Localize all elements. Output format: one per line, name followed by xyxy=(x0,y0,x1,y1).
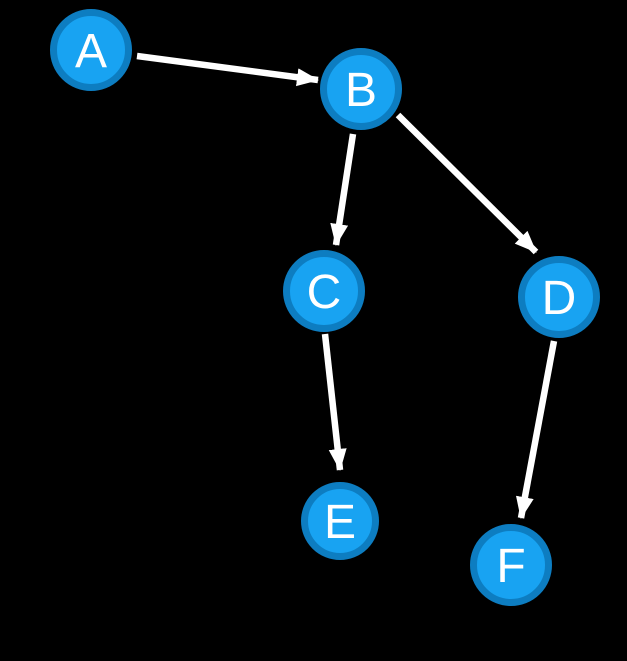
node-circle-E[interactable] xyxy=(301,482,379,560)
node-A[interactable]: A xyxy=(50,9,132,91)
edge-B-C[interactable] xyxy=(330,133,357,246)
edges-layer xyxy=(136,52,558,519)
edge-D-F[interactable] xyxy=(516,340,558,519)
node-C[interactable]: C xyxy=(283,250,365,332)
node-circle-A[interactable] xyxy=(50,9,132,91)
node-circle-D[interactable] xyxy=(518,256,600,338)
node-D[interactable]: D xyxy=(518,256,600,338)
edge-C-E[interactable] xyxy=(321,333,347,471)
node-B[interactable]: B xyxy=(320,48,402,130)
edge-B-D[interactable] xyxy=(395,112,539,255)
node-circle-C[interactable] xyxy=(283,250,365,332)
node-E[interactable]: E xyxy=(301,482,379,560)
edge-A-B[interactable] xyxy=(136,52,319,87)
node-circle-F[interactable] xyxy=(470,524,552,606)
node-circle-B[interactable] xyxy=(320,48,402,130)
node-F[interactable]: F xyxy=(470,524,552,606)
nodes-layer: A B C D E F xyxy=(50,9,600,606)
